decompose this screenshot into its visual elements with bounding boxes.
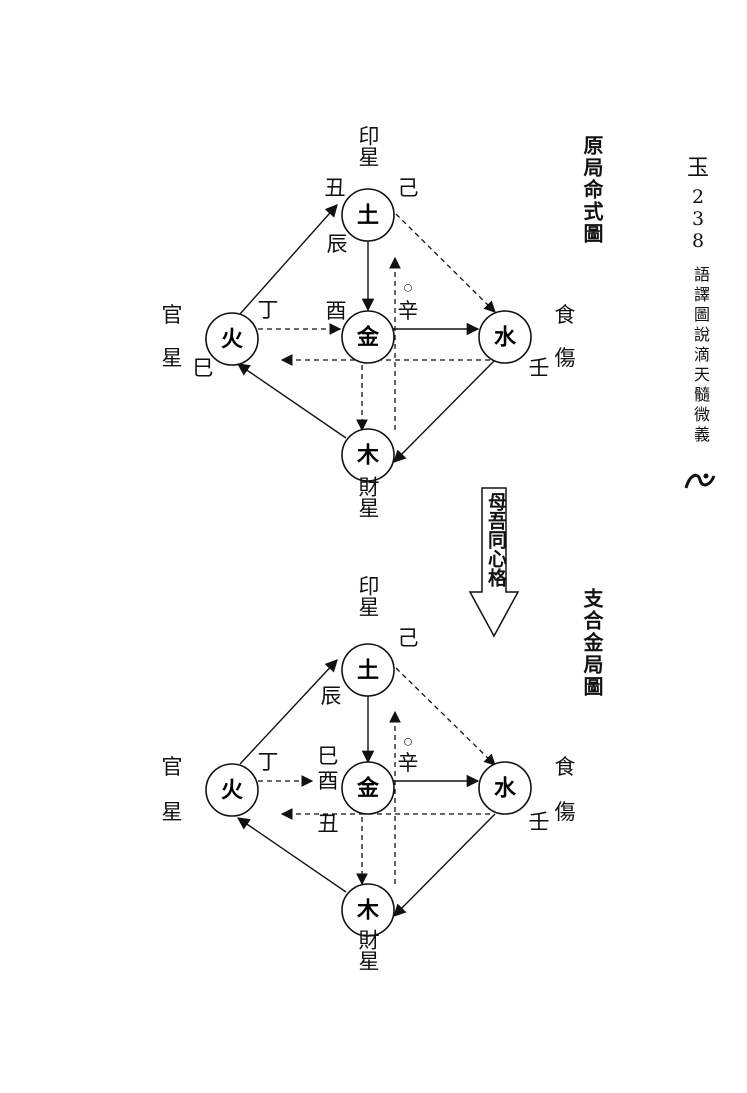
d1-label-official-2: 星	[162, 346, 183, 370]
d2-arrow-water-to-wood	[393, 813, 496, 917]
d1-node-earth: 土	[341, 188, 395, 242]
d1-label-si: 巳	[193, 356, 214, 380]
transition-arrow-text: 母吾同心格	[485, 492, 507, 587]
d2-label-official-2: 星	[162, 800, 183, 824]
svg-text:木: 木	[356, 899, 380, 924]
d2-node-fire: 火	[205, 763, 259, 817]
svg-text:火: 火	[221, 779, 243, 804]
d2-label-ren: 壬	[529, 810, 550, 834]
d2-label-chen: 辰	[321, 684, 342, 708]
d1-label-chen: 辰	[327, 232, 348, 256]
d2-label-food-1: 食	[555, 755, 576, 779]
d2-node-wood: 木	[341, 883, 395, 937]
d1-node-wood: 木	[341, 428, 395, 482]
d2-label-si: 巳	[318, 744, 339, 768]
page-glyph: 玉	[686, 156, 709, 181]
page-number-digit-2: 3	[691, 208, 705, 230]
d1-label-wealth: 財星	[356, 476, 380, 518]
d2-label-xin: 辛	[398, 751, 419, 775]
svg-text:金: 金	[356, 325, 380, 351]
svg-text:土: 土	[357, 204, 379, 229]
d2-label-circle: ○	[404, 737, 413, 748]
d1-arrow-wood-to-fire	[236, 363, 347, 439]
d1-label-food-1: 食	[555, 303, 576, 327]
d1-label-chou: 丑	[325, 176, 346, 200]
page-number-digit-3: 8	[691, 230, 705, 252]
d1-label-ding: 丁	[258, 298, 279, 322]
d1-label-food-2: 傷	[555, 346, 576, 370]
d1-label-ji: 己	[398, 176, 419, 200]
d2-node-earth: 土	[341, 643, 395, 697]
d1-node-metal: 金	[341, 310, 395, 364]
d1-node-water: 水	[478, 310, 532, 364]
d1-arrow-water-to-wood	[393, 359, 496, 463]
diagram2-title: 支合金局圖	[580, 588, 604, 698]
d1-label-xin: 辛	[398, 299, 419, 323]
diagram2: 土 火 金 水 木 印星 己 辰 丁 巳 酉 丑 ○ 辛 官 星 食 傷 壬 財…	[162, 575, 576, 971]
d1-label-ren: 壬	[529, 356, 550, 380]
d2-label-chou: 丑	[318, 812, 339, 836]
d2-label-you: 酉	[318, 769, 339, 793]
d1-dash-earth-to-water	[395, 213, 496, 313]
svg-text:火: 火	[221, 328, 243, 353]
d1-label-yin: 印星	[356, 125, 380, 167]
book-title: 語譯圖說滴天髓微義	[691, 266, 710, 446]
d2-label-ding: 丁	[258, 750, 279, 774]
svg-text:水: 水	[494, 777, 517, 802]
d2-label-ji: 己	[398, 626, 419, 650]
d2-node-metal: 金	[341, 761, 395, 815]
d2-arrow-fire-to-earth	[239, 659, 338, 765]
d1-arrow-fire-to-earth	[239, 204, 338, 315]
d1-label-you: 酉	[326, 299, 347, 323]
page-number-digit-1: 2	[691, 186, 705, 208]
d2-label-food-2: 傷	[555, 800, 576, 824]
d2-label-official-1: 官	[162, 755, 183, 779]
svg-text:金: 金	[356, 776, 380, 802]
d2-label-yin: 印星	[356, 575, 380, 617]
d1-label-circle: ○	[404, 283, 413, 294]
svg-text:土: 土	[357, 659, 379, 684]
diagram1: 土 火 金 水 木 印星 丑 己 辰 丁 酉 ○ 辛 官 星 巳 食 傷 壬 財…	[162, 125, 576, 518]
svg-text:水: 水	[494, 326, 517, 351]
svg-text:木: 木	[356, 444, 380, 469]
transition-arrow	[468, 487, 520, 638]
diagram1-title: 原局命式圖	[580, 135, 604, 245]
d2-node-water: 水	[478, 761, 532, 815]
d1-node-fire: 火	[205, 312, 259, 366]
d1-label-official-1: 官	[162, 303, 183, 327]
d2-label-wealth: 財星	[356, 929, 380, 971]
page-ornament	[684, 473, 716, 489]
d2-arrow-wood-to-fire	[236, 817, 347, 893]
